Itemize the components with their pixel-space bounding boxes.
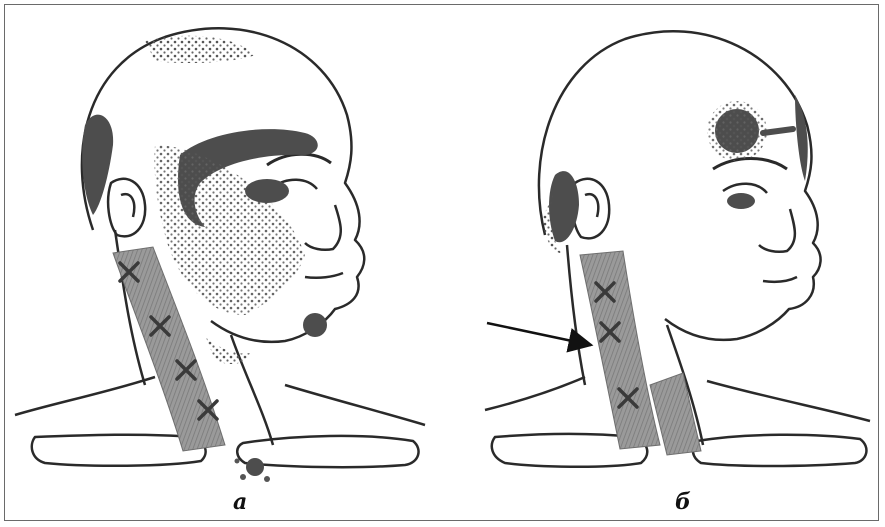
panel-label-a: а	[233, 491, 247, 513]
panel-a: а	[5, 5, 445, 522]
panel-label-b: б	[675, 491, 691, 513]
pain-pattern	[543, 95, 808, 253]
shoulders-outline	[15, 377, 425, 467]
muscle-band	[580, 251, 660, 449]
panel-b: б	[445, 5, 880, 522]
panel-a-illustration	[5, 5, 445, 522]
panel-b-illustration	[445, 5, 880, 522]
figure-frame: а	[4, 4, 879, 521]
head-outline	[539, 31, 821, 340]
